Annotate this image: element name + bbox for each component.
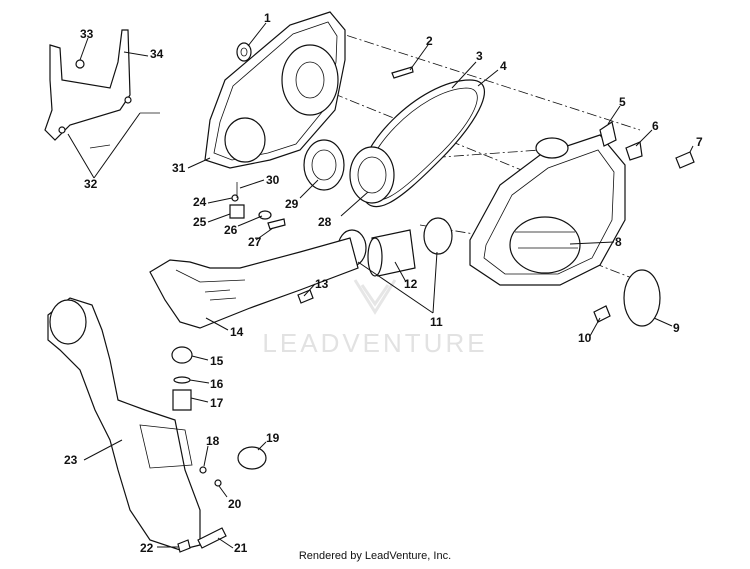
- callout-10: 10: [578, 331, 592, 345]
- callout-12: 12: [404, 277, 418, 291]
- duct-screw: [297, 289, 314, 304]
- retaining-clip: [625, 141, 643, 161]
- cover-screw: [675, 151, 695, 169]
- bracket-hardware: [229, 182, 286, 230]
- callout-1: 1: [264, 11, 271, 25]
- callout-32: 32: [84, 177, 98, 191]
- callout-4: 4: [500, 59, 507, 73]
- callout-7: 7: [696, 135, 703, 149]
- callout-9: 9: [673, 321, 680, 335]
- callout-26: 26: [224, 223, 238, 237]
- tube-clamp: [237, 446, 267, 470]
- callout-21: 21: [234, 541, 248, 555]
- callout-30: 30: [266, 173, 280, 187]
- boot-bolt: [593, 305, 611, 323]
- leader-lines: [67, 22, 694, 549]
- mounting-bracket: [44, 29, 160, 149]
- bearing-seal: [349, 146, 395, 204]
- callout-2: 2: [426, 34, 433, 48]
- callout-23: 23: [64, 453, 78, 467]
- callout-20: 20: [228, 497, 242, 511]
- callout-5: 5: [619, 95, 626, 109]
- callout-14: 14: [230, 325, 244, 339]
- small-hardware: [177, 466, 227, 553]
- callout-25: 25: [193, 215, 207, 229]
- callout-8: 8: [615, 235, 622, 249]
- seal-ring: [303, 139, 345, 191]
- cover-bolt: [391, 66, 414, 79]
- vent-fittings: [171, 346, 193, 411]
- callout-29: 29: [285, 197, 299, 211]
- callout-6: 6: [652, 119, 659, 133]
- washer: [236, 42, 252, 62]
- rendered-by-footer: Rendered by LeadVenture, Inc.: [298, 550, 452, 562]
- duct-sleeve: [367, 229, 416, 277]
- callout-16: 16: [210, 377, 224, 391]
- callout-24: 24: [193, 195, 207, 209]
- inner-clutch-cover: [204, 11, 346, 169]
- callout-3: 3: [476, 49, 483, 63]
- callout-numbers: 1 2 3 4 5 6 7 8 9 10 11 12 13 14 15 16 1…: [64, 11, 703, 555]
- intake-boot: [509, 216, 581, 274]
- callout-17: 17: [210, 396, 224, 410]
- callout-19: 19: [266, 431, 280, 445]
- callout-15: 15: [210, 354, 224, 368]
- watermark-text: LEADVENTURE: [262, 328, 487, 358]
- outer-clutch-cover: [469, 121, 626, 286]
- callout-13: 13: [315, 277, 329, 291]
- callout-22: 22: [140, 541, 154, 555]
- callout-18: 18: [206, 434, 220, 448]
- callout-28: 28: [318, 215, 332, 229]
- intake-duct: [149, 237, 359, 329]
- gasket-disk: [623, 269, 661, 327]
- callout-27: 27: [248, 235, 262, 249]
- callout-34: 34: [150, 47, 164, 61]
- callout-31: 31: [172, 161, 186, 175]
- callout-11: 11: [430, 315, 443, 329]
- watermark-logo: LEADVENTURE: [262, 279, 487, 358]
- lower-intake-tube: [47, 297, 201, 551]
- callout-33: 33: [80, 27, 94, 41]
